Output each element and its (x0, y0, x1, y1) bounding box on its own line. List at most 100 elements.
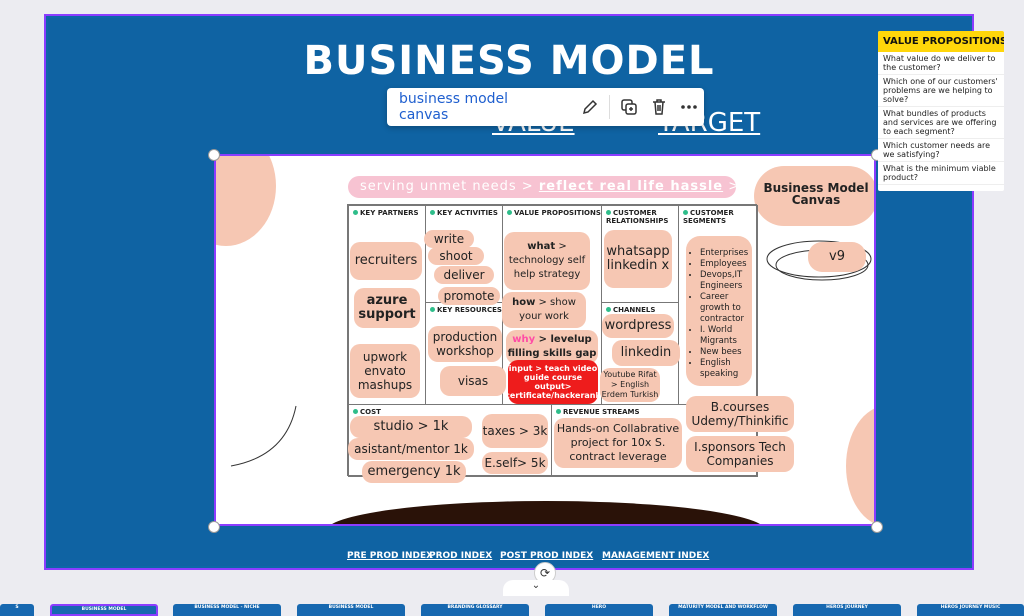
sticky-note: studio > 1k (350, 416, 472, 438)
header-text: KEY ACTIVITIES (437, 209, 498, 217)
dot-icon (353, 210, 358, 215)
dot-icon (353, 409, 358, 414)
sticky-note: B.courses Udemy/Thinkific (686, 396, 794, 432)
page-thumbnails: S BUSINESS MODEL BUSINESS MODEL - NICHE … (0, 600, 1024, 616)
slide-title[interactable]: BUSINESS MODEL (303, 38, 715, 84)
header-text: VALUE PROPOSITIONS (514, 209, 601, 217)
sticky-note-what: what > technology self help strategy (504, 232, 590, 290)
sticky-note: emergency 1k (362, 461, 466, 483)
dot-icon (556, 409, 561, 414)
toolbar-divider (609, 95, 611, 119)
sticky-note: Youtube Rifat > English Erdem Turkish (600, 368, 660, 402)
header-text: CHANNELS (613, 306, 656, 314)
key-resources-header: KEY RESOURCES (430, 306, 502, 314)
duplicate-icon[interactable] (614, 92, 644, 122)
sticky-note: whatsapp linkedin x (604, 230, 672, 288)
channels-header: CHANNELS (606, 306, 655, 314)
sticky-note: asistant/mentor 1k (348, 438, 474, 460)
why-text: > levelup filling skills gap (507, 334, 597, 359)
page-thumbnail[interactable]: BUSINESS MODEL (297, 604, 405, 616)
resize-handle-bottom-right[interactable] (871, 521, 883, 533)
key-partners-header: KEY PARTNERS (353, 209, 419, 217)
revenue-streams-header: REVENUE STREAMS (556, 408, 640, 416)
pre-prod-index-link[interactable]: PRE PROD INDEX (347, 551, 434, 561)
segment-item: Employees (700, 259, 752, 270)
page-thumbnail[interactable]: MATURITY MODEL AND WORKFLOW (669, 604, 777, 616)
panel-title: VALUE PROPOSITIONS (878, 31, 1004, 52)
sticky-note: write (424, 230, 474, 248)
sticky-note: recruiters (350, 242, 422, 280)
banner-link: reflect real life hassle (538, 179, 724, 194)
why-label: why (512, 334, 536, 345)
prod-index-link[interactable]: PROD INDEX (429, 551, 493, 561)
toolbar-label[interactable]: business model canvas (399, 91, 509, 123)
sticky-note: deliver (434, 266, 494, 284)
more-icon[interactable] (674, 92, 704, 122)
sticky-note-why: why > levelup filling skills gap (506, 330, 598, 364)
what-text: > technology self help strategy (508, 241, 586, 280)
dot-icon (606, 307, 611, 312)
element-toolbar: business model canvas (387, 88, 704, 126)
resize-handle-top-left[interactable] (208, 149, 220, 161)
sticky-note: upwork envato mashups (350, 344, 420, 398)
chevron-down-icon[interactable]: ⌄ (503, 580, 569, 596)
header-text: COST (360, 408, 381, 416)
page-thumbnail[interactable]: BUSINESS MODEL - NICHE (173, 604, 281, 616)
sticky-note: E.self> 5k (482, 452, 548, 474)
page-thumbnail[interactable]: S (0, 604, 34, 616)
banner-pill: serving unmet needs > reflect real life … (348, 176, 736, 198)
customer-segments-header: CUSTOMER SEGMENTS (683, 209, 757, 225)
header-text: CUSTOMER RELATIONSHIPS (606, 209, 669, 225)
header-text: KEY RESOURCES (437, 306, 502, 314)
panel-item: What value do we deliver to the customer… (878, 52, 1004, 75)
dot-icon (430, 210, 435, 215)
sticky-note: taxes > 3k (482, 414, 548, 448)
panel-item: What is the minimum viable product? (878, 162, 1004, 185)
segment-item: Devops,IT Engineers (700, 270, 752, 292)
panel-item: Which one of our customers' problems are… (878, 75, 1004, 107)
sticky-note: visas (440, 366, 506, 396)
segments-list: Enterprises Employees Devops,IT Engineer… (690, 248, 752, 380)
segment-item: English speaking (700, 358, 752, 380)
sticky-note: azure support (354, 288, 420, 328)
sticky-note: shoot (428, 247, 484, 265)
post-prod-index-link[interactable]: POST PROD INDEX (500, 551, 594, 561)
decor-blob (216, 156, 276, 246)
sticky-note-how: how > show your work (502, 292, 586, 328)
trash-icon[interactable] (644, 92, 674, 122)
decor-shape (326, 501, 766, 524)
sticky-note: Hands-on Collabrative project for 10x S.… (554, 418, 682, 468)
how-text: > show your work (519, 297, 576, 322)
value-propositions-header: VALUE PROPOSITIONS (507, 209, 601, 217)
sticky-note: production workshop (428, 326, 502, 362)
page-thumbnail[interactable]: HERO (545, 604, 653, 616)
page-thumbnail-active[interactable]: BUSINESS MODEL (50, 604, 158, 616)
decor-scribble (230, 405, 297, 467)
sticky-note: I.sponsors Tech Companies (686, 436, 794, 472)
management-index-link[interactable]: MANAGEMENT INDEX (602, 551, 710, 561)
page-thumbnail[interactable]: HEROS JOURNEY (793, 604, 901, 616)
segment-item: New bees (700, 347, 752, 358)
banner-prefix: serving unmet needs > (360, 179, 539, 194)
segment-item: Career growth to contractor (700, 292, 752, 325)
value-propositions-panel[interactable]: VALUE PROPOSITIONS What value do we deli… (878, 31, 1004, 191)
business-model-canvas-image[interactable]: serving unmet needs > reflect real life … (214, 154, 876, 526)
sticky-note: wordpress (602, 314, 674, 338)
page-thumbnail[interactable]: HEROS JOURNEY MUSIC (917, 604, 1024, 616)
sticky-note: linkedin (612, 340, 680, 366)
resize-handle-bottom-left[interactable] (208, 521, 220, 533)
version-note: v9 (808, 242, 866, 272)
banner-suffix: > t s d a (723, 179, 736, 194)
key-activities-header: KEY ACTIVITIES (430, 209, 498, 217)
how-label: how (512, 297, 536, 308)
what-label: what (527, 241, 556, 252)
decor-blob (846, 406, 874, 524)
header-text: REVENUE STREAMS (563, 408, 640, 416)
page-thumbnail[interactable]: BRANDING GLOSSARY (421, 604, 529, 616)
pencil-icon[interactable] (575, 92, 605, 122)
segment-item: I. World Migrants (700, 325, 752, 347)
cost-header: COST (353, 408, 381, 416)
dot-icon (507, 210, 512, 215)
segment-item: Enterprises (700, 248, 752, 259)
panel-item: Which customer needs are we satisfying? (878, 139, 1004, 162)
